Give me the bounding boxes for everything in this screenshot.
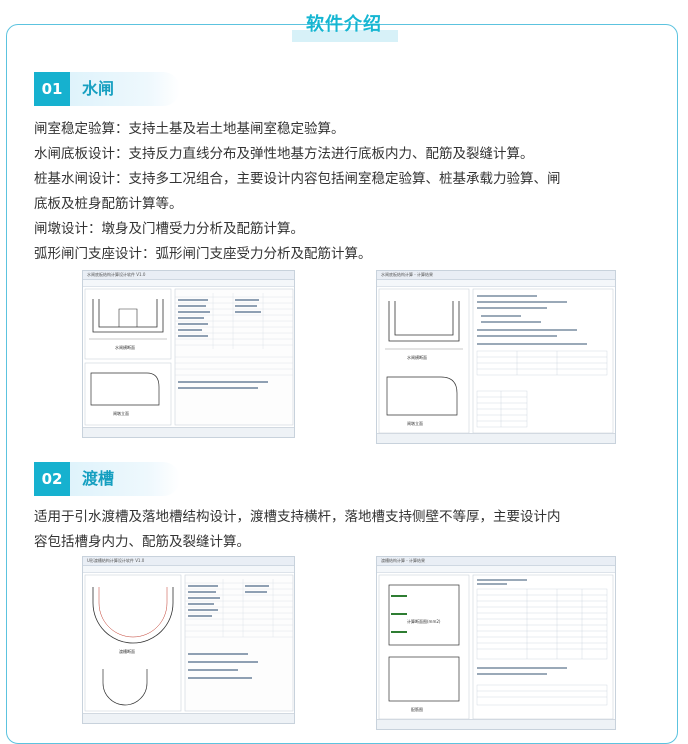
status-bar bbox=[83, 713, 294, 723]
section-title-bg: 渡槽 bbox=[70, 462, 180, 496]
section-title-bg: 水闸 bbox=[70, 72, 180, 106]
drawing-label: 闸墩立面 bbox=[113, 410, 129, 416]
text-line: 水闸底板设计：支持反力直线分布及弹性地基方法进行底板内力、配筋及裂缝计算。 bbox=[34, 146, 534, 162]
drawing-label: 计算断面图(mm2) bbox=[407, 618, 441, 624]
section-title: 渡槽 bbox=[82, 469, 115, 488]
window-title: 水闸底板结构计算 - 计算结果 bbox=[377, 271, 615, 280]
section-title: 水闸 bbox=[82, 79, 115, 98]
status-bar bbox=[377, 433, 615, 443]
status-bar bbox=[83, 427, 294, 437]
drawing-label: 渡槽断面 bbox=[119, 648, 135, 654]
screen-content: 计算断面图(mm2) 配筋图 bbox=[378, 574, 614, 720]
menu-bar bbox=[83, 280, 294, 287]
status-bar bbox=[377, 719, 615, 729]
menu-bar bbox=[377, 566, 615, 573]
text-line: 底板及桩身配筋计算等。 bbox=[34, 196, 183, 212]
text-line: 适用于引水渡槽及落地槽结构设计，渡槽支持横杆，落地槽支持侧壁不等厚，主要设计内 bbox=[34, 509, 561, 525]
section-number: 02 bbox=[34, 462, 70, 496]
screen-content: 水闸横断面 闸墩立面 bbox=[378, 288, 614, 434]
screenshot-sluice-input: 水闸底板结构计算设计软件 V1.0 水闸横断面 闸墩立面 bbox=[82, 270, 295, 438]
page-title: 软件介绍 bbox=[306, 14, 382, 35]
header-underline bbox=[292, 30, 398, 42]
window-title: U形渡槽结构计算设计软件 V1.0 bbox=[83, 557, 294, 566]
screenshot-aqueduct-input: U形渡槽结构计算设计软件 V1.0 渡槽断面 bbox=[82, 556, 295, 724]
screenshot-aqueduct-result: 渡槽结构计算 - 计算结果 计算断面图(mm2) 配筋图 bbox=[376, 556, 616, 730]
drawing-label: 闸墩立面 bbox=[407, 420, 423, 426]
screenshot-sluice-result: 水闸底板结构计算 - 计算结果 水闸横断面 闸墩立面 bbox=[376, 270, 616, 444]
drawing-label: 水闸横断面 bbox=[407, 354, 427, 360]
window-title: 渡槽结构计算 - 计算结果 bbox=[377, 557, 615, 566]
window-title: 水闸底板结构计算设计软件 V1.0 bbox=[83, 271, 294, 280]
text-line: 容包括槽身内力、配筋及裂缝计算。 bbox=[34, 534, 250, 550]
drawing-label: 水闸横断面 bbox=[115, 344, 135, 350]
drawing-label: 配筋图 bbox=[411, 706, 423, 712]
text-line: 闸墩设计：墩身及门槽受力分析及配筋计算。 bbox=[34, 221, 304, 237]
menu-bar bbox=[83, 566, 294, 573]
header: 软件介绍 bbox=[0, 0, 688, 48]
section-aqueduct-description: 适用于引水渡槽及落地槽结构设计，渡槽支持横杆，落地槽支持侧壁不等厚，主要设计内 … bbox=[34, 505, 654, 555]
screen-content: 渡槽断面 bbox=[84, 574, 294, 712]
section-number: 01 bbox=[34, 72, 70, 106]
text-line: 弧形闸门支座设计：弧形闸门支座受力分析及配筋计算。 bbox=[34, 246, 372, 262]
text-line: 闸室稳定验算：支持土基及岩土地基闸室稳定验算。 bbox=[34, 121, 345, 137]
menu-bar bbox=[377, 280, 615, 287]
text-line: 桩基水闸设计：支持多工况组合，主要设计内容包括闸室稳定验算、桩基承载力验算、闸 bbox=[34, 171, 561, 187]
section-sluice-description: 闸室稳定验算：支持土基及岩土地基闸室稳定验算。 水闸底板设计：支持反力直线分布及… bbox=[34, 117, 654, 267]
screen-content: 水闸横断面 闸墩立面 bbox=[84, 288, 294, 426]
